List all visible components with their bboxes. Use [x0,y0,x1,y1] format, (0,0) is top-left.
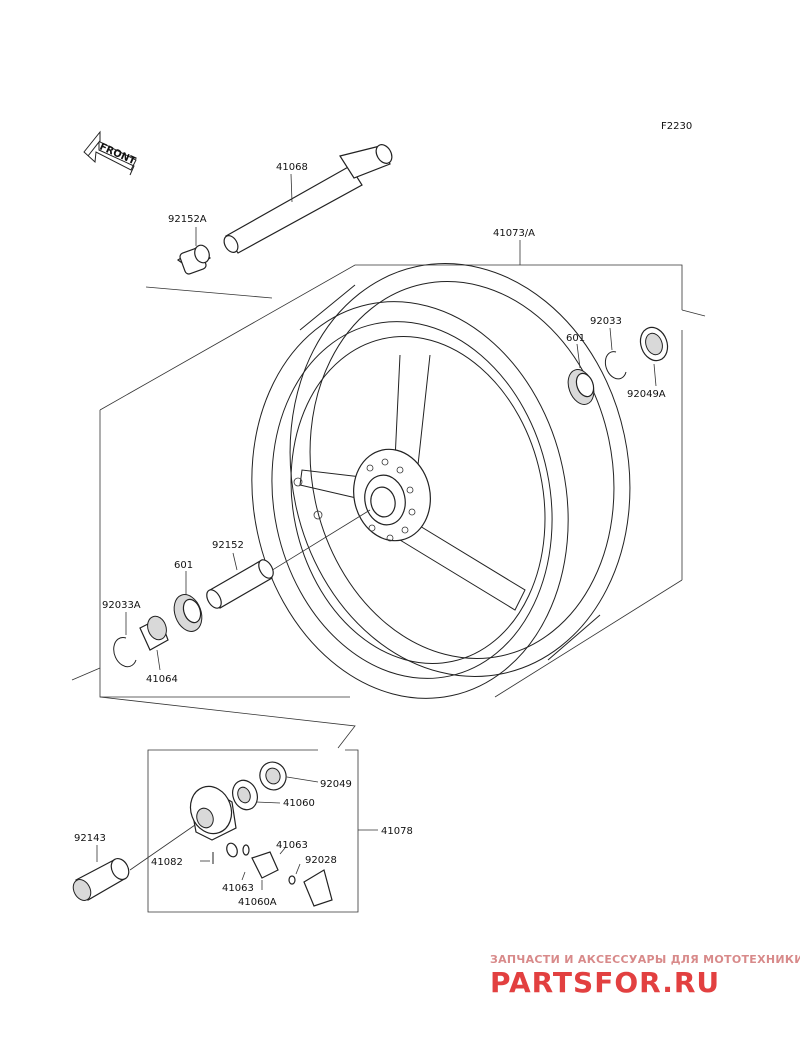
label-gear-washer-b: 41063 [276,840,308,851]
label-gear: 41060 [283,798,315,809]
label-inner-collar: 92152 [212,540,244,551]
label-axle-collar: 92152A [168,214,207,225]
label-right-seal: 92049A [627,389,666,400]
wheel-rim [251,263,631,699]
label-end-collar: 92143 [74,833,106,844]
gear-small-parts [200,842,333,907]
wheel-hub [293,354,526,611]
right-bearing-part [567,343,595,405]
left-circlip-part [113,612,137,668]
label-right-bearing: 601 [566,333,585,344]
gear-part [232,779,281,811]
right-seal-part [639,326,669,387]
right-circlip-part [604,327,627,380]
end-collar-part [72,845,130,901]
watermark-tagline: ЗАПЧАСТИ И АКСЕССУАРЫ ДЛЯ МОТОТЕХНИКИ [490,953,800,966]
gear-seal-part [259,761,319,791]
figure-code: F2230 [661,121,692,132]
left-collar-part [139,615,169,671]
axle-part [223,144,393,254]
label-gear-washer-a: 41063 [222,883,254,894]
label-gear-seal: 92049 [320,779,352,790]
connector-lines [71,667,356,749]
label-gear-pinion: 41060A [238,897,277,908]
label-wheel-assy: 41073/A [493,228,535,239]
watermark-logo: PARTSFOR.RU [490,966,720,999]
label-left-collar: 41064 [146,674,178,685]
label-gear-assy: 41078 [381,826,413,837]
label-left-bearing: 601 [174,560,193,571]
label-axle: 41068 [276,162,308,173]
label-gear-bushing: 92028 [305,855,337,866]
left-bearing-part [173,571,203,632]
label-gear-pin: 41082 [151,857,183,868]
leader-line [145,286,273,299]
gear-housing-part [129,785,237,871]
axle-collar-part [176,227,212,275]
label-right-circlip: 92033 [590,316,622,327]
front-arrow-icon: FRONT [83,130,137,176]
gear-frame [147,749,378,913]
inner-collar-part [206,552,274,609]
label-left-circlip: 92033A [102,600,141,611]
